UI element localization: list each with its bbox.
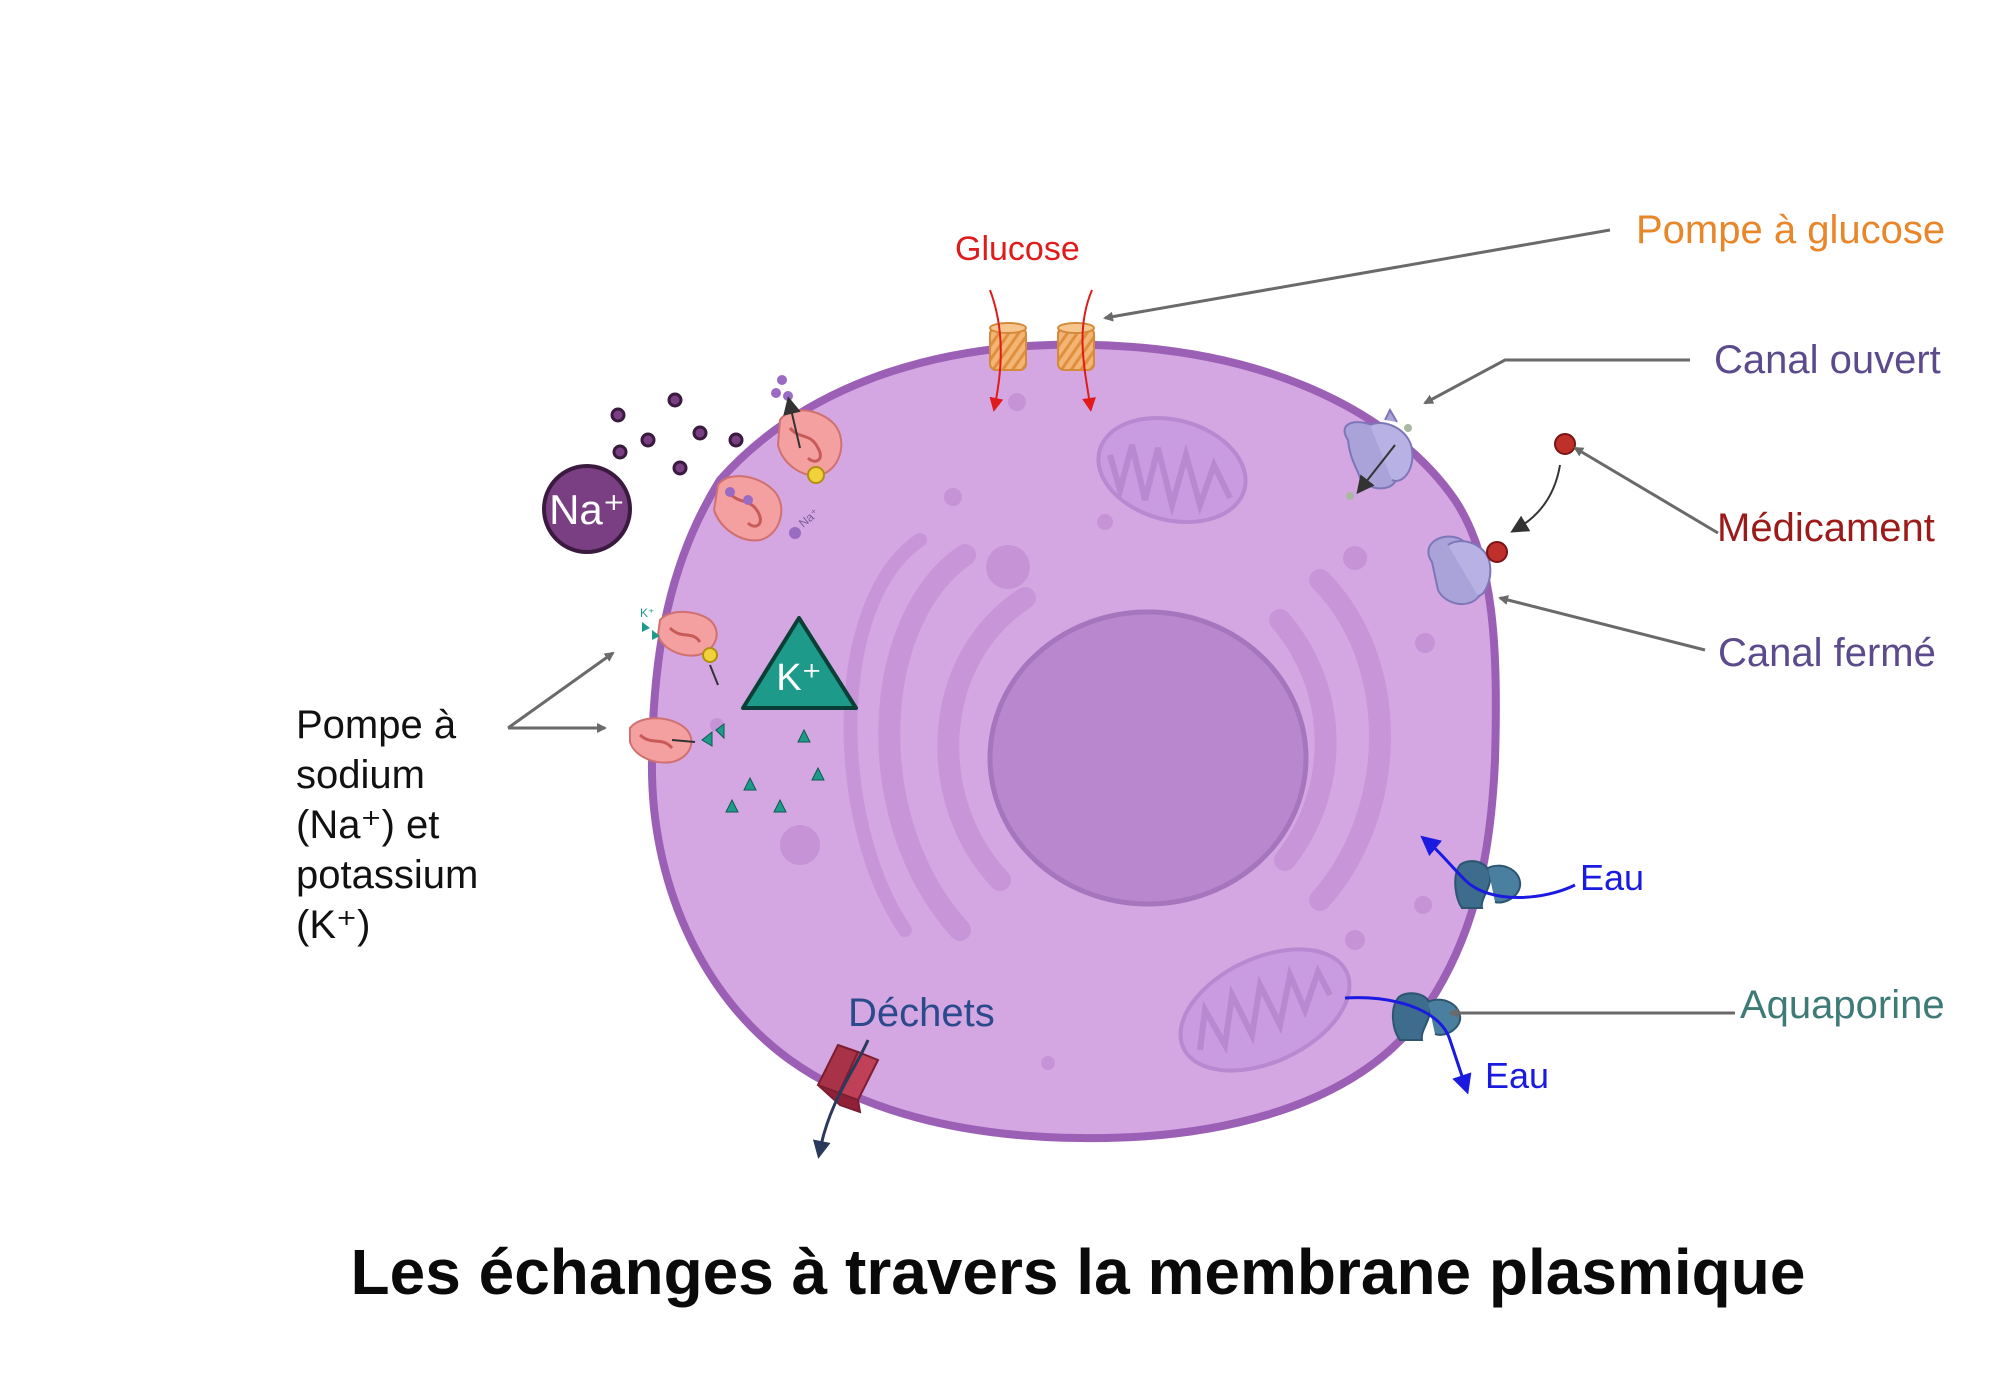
na-k-pump-2: [712, 475, 801, 542]
endoplasmic-reticulum: [843, 533, 1391, 941]
drug-arrow: [1510, 464, 1561, 533]
mitochondrion-bottom: [1178, 947, 1352, 1073]
na-k-pump-3: [642, 611, 719, 686]
na-k-pump-label-line: (K⁺): [296, 903, 371, 947]
potassium-ions-inside: [701, 723, 825, 813]
mitochondrion-top: [1096, 415, 1248, 525]
water-top-label: Eau: [1580, 857, 1645, 898]
na-k-pump-label-line: Pompe à: [296, 703, 457, 747]
na-k-pump-label-line: sodium: [296, 753, 425, 797]
nucleus: [987, 609, 1309, 907]
k-small-label: K⁺: [640, 606, 655, 620]
closed-channel-label: Canal fermé: [1718, 631, 1936, 675]
na-k-pump-1: [776, 396, 843, 484]
vesicles: [710, 393, 1435, 1070]
open-channel: [1343, 407, 1414, 500]
k-ion-large: [741, 616, 858, 710]
na-k-pump-4: [629, 717, 696, 764]
drug-molecule: [1554, 433, 1576, 455]
na-k-pump-label-line: potassium: [296, 853, 479, 897]
glucose-arrows: [989, 289, 1096, 412]
sodium-ions-outside: [610, 392, 744, 476]
closed-channel: [1427, 535, 1508, 605]
aquaporin-top: [1420, 835, 1576, 909]
na-ion-label: Na⁺: [549, 486, 625, 533]
pointer-arrows: [507, 228, 1735, 1018]
sodium-ions-small: [771, 375, 793, 401]
glucose-pump-label: Pompe à glucose: [1636, 208, 1946, 252]
diagram-title: Les échanges à travers la membrane plasm…: [350, 1236, 1806, 1308]
na-k-pump-label: Pompe à sodium (Na⁺) et potassium (K⁺): [296, 700, 526, 950]
water-bottom-label: Eau: [1485, 1055, 1550, 1096]
waste-label: Déchets: [848, 991, 995, 1035]
glucose-label: Glucose: [955, 230, 1080, 268]
waste-channel: [812, 1039, 880, 1159]
aquaporin-label: Aquaporine: [1740, 983, 1945, 1027]
na-ion-large: [542, 464, 632, 554]
k-ion-label: K⁺: [776, 657, 822, 699]
drug-label: Médicament: [1717, 506, 1935, 550]
open-channel-label: Canal ouvert: [1714, 338, 1941, 382]
glucose-pump: [989, 322, 1095, 371]
na-k-pump-label-line: (Na⁺) et: [296, 803, 440, 847]
